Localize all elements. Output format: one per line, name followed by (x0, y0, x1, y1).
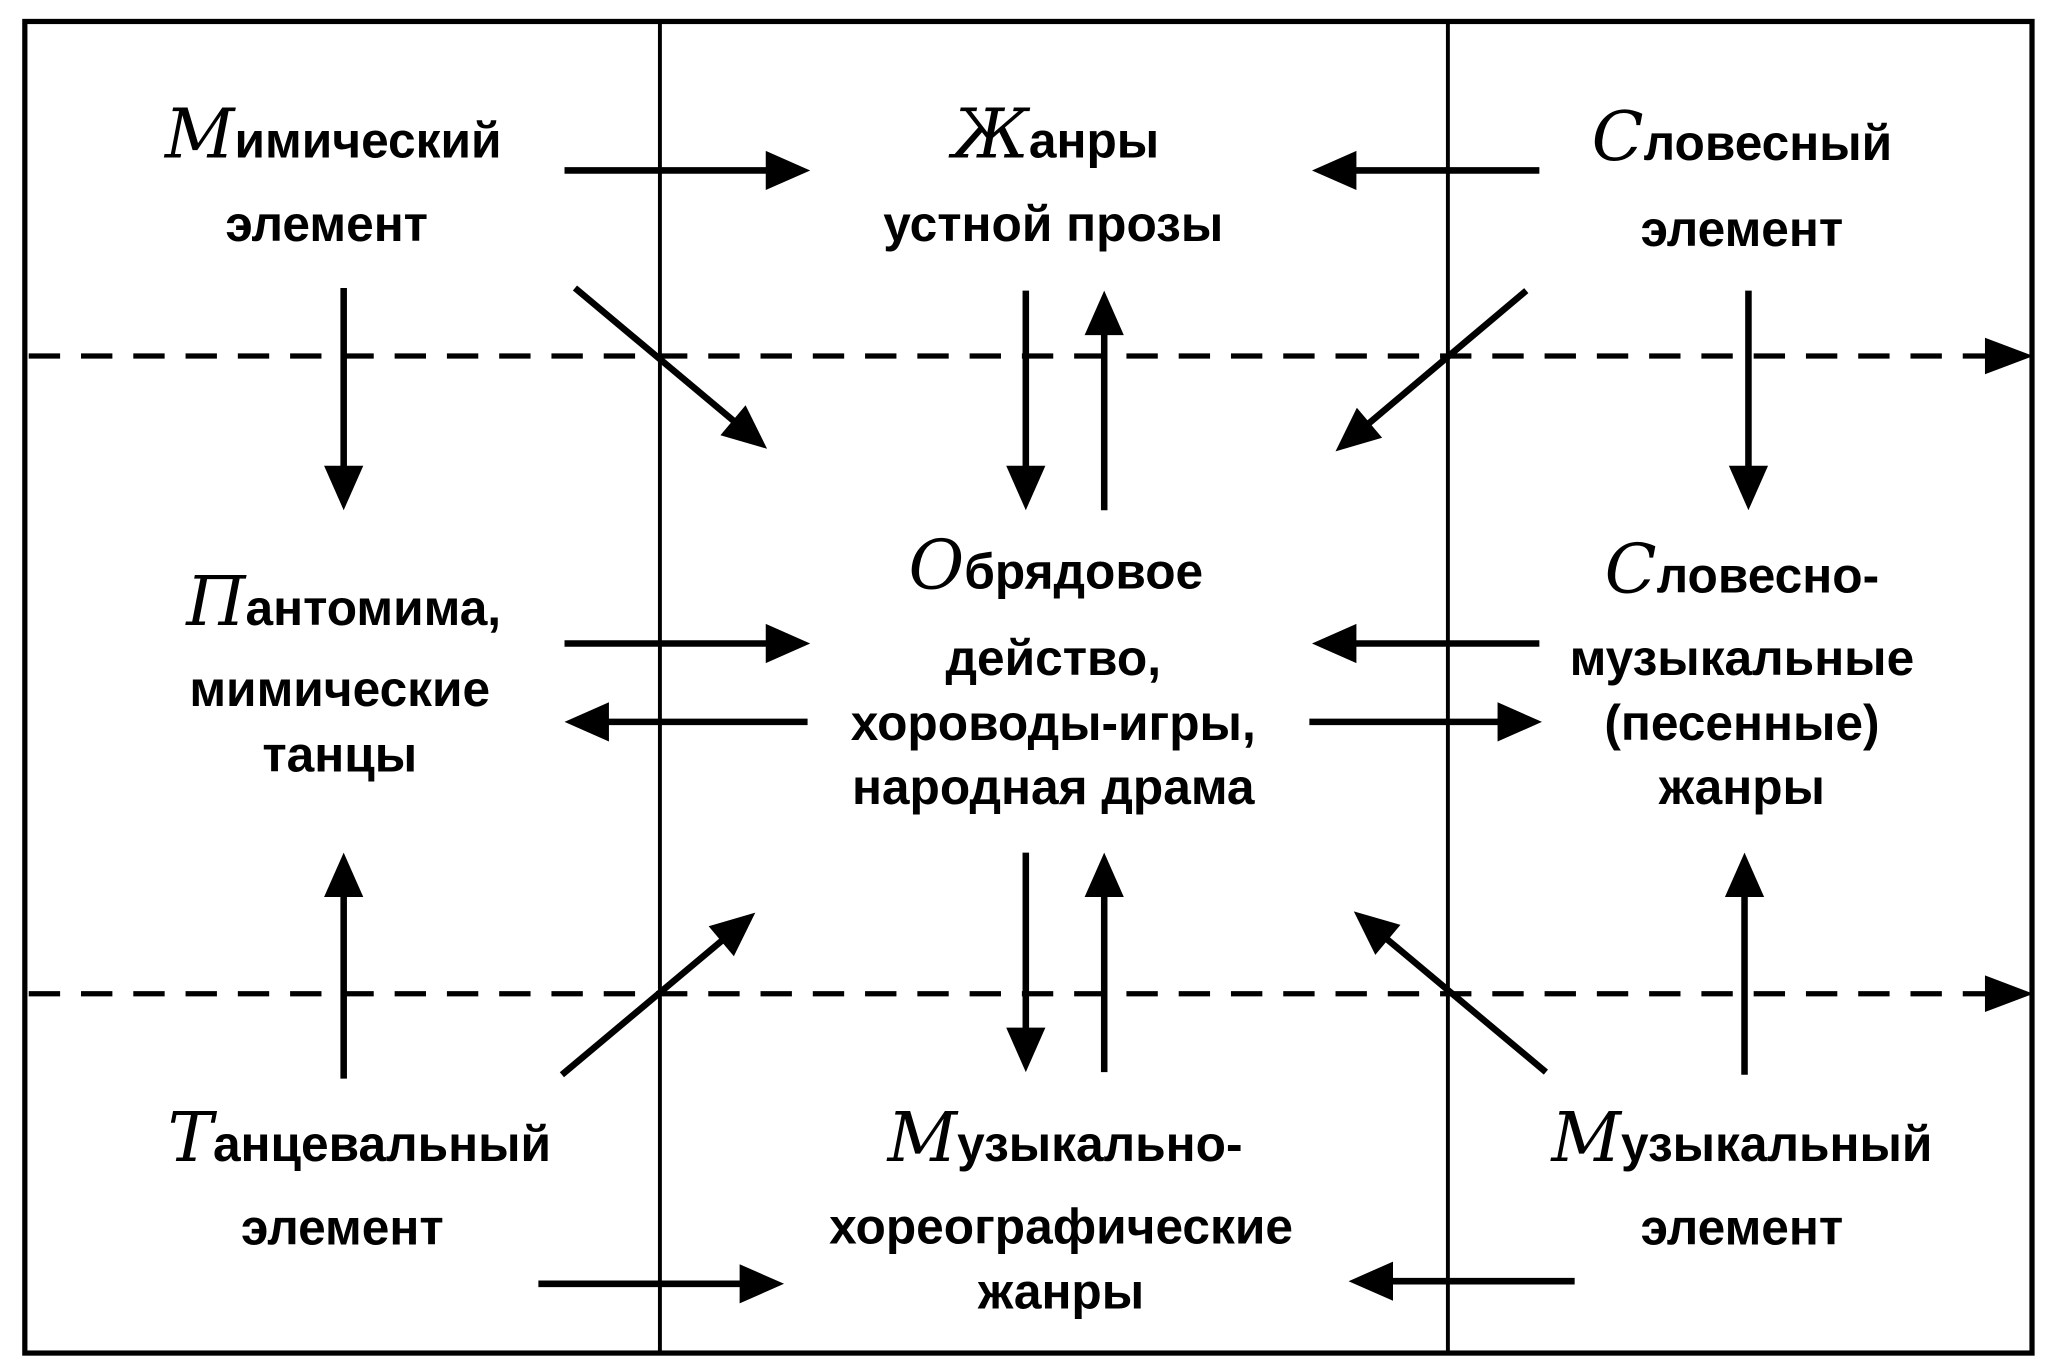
node-music-choreo: Музыкально- хореографические жанры (829, 1099, 1293, 1320)
arrow-prose-to-ritual (1006, 290, 1046, 511)
arrow-mimic-to-ritual (572, 285, 768, 449)
arrowhead-icon (1311, 623, 1357, 664)
arrowhead-icon (1006, 1027, 1046, 1073)
node-pantomime: Пантомима, мимические танцы (184, 563, 501, 782)
node-pantomime-line1: Пантомима, (184, 563, 501, 642)
arrow-music-to-music-choreo (1348, 1261, 1575, 1301)
arrow-ritual-to-verbal-music (1309, 702, 1542, 742)
node-verbal-line2: элемент (1641, 201, 1844, 257)
arrow-dance-to-pantomime (324, 852, 364, 1079)
arrow-music-to-verbal-music (1724, 852, 1765, 1075)
node-dance-line1: Танцевальный (168, 1099, 551, 1178)
arrow-shaft (559, 937, 726, 1078)
arrow-music-choreo-to-ritual (1084, 852, 1124, 1073)
arrowhead-icon (564, 702, 609, 742)
node-dance-line2: элемент (241, 1200, 444, 1256)
arrow-verbal-to-verbal-music (1728, 290, 1769, 511)
arrowhead-icon (1728, 465, 1769, 511)
node-music: Музыкальный элемент (1549, 1099, 1932, 1256)
node-verbal-music-line3: (песенные) (1604, 695, 1879, 751)
arrowhead-icon (1335, 407, 1383, 452)
node-ritual-line2: действо, (945, 630, 1161, 686)
arrowhead-icon (720, 405, 768, 449)
arrow-mimic-to-pantomime (324, 288, 364, 511)
arrow-dance-to-ritual (559, 912, 756, 1078)
node-ritual: Обрядовое действо, хороводы-игры, народн… (851, 527, 1256, 816)
arrow-ritual-to-prose (1084, 290, 1124, 511)
node-mimic: Мимический элемент (163, 95, 502, 252)
node-pantomime-line2: мимические (189, 661, 490, 717)
node-mimic-line1: Мимический (163, 95, 502, 174)
node-music-choreo-line3: жанры (977, 1264, 1144, 1320)
arrowhead-icon (708, 912, 756, 957)
arrow-shaft (1383, 935, 1548, 1075)
arrowhead-icon (324, 852, 364, 898)
node-music-choreo-line2: хореографические (829, 1198, 1293, 1254)
node-verbal: Словесный элемент (1592, 98, 1893, 257)
node-pantomime-line3: танцы (262, 727, 417, 783)
node-music-line2: элемент (1641, 1200, 1844, 1256)
arrowhead-icon (324, 465, 364, 511)
arrow-mimic-to-prose (564, 150, 811, 191)
arrowhead-icon (1353, 911, 1401, 955)
labels: Мимический элемент Жанры устной прозы Сл… (163, 95, 1932, 1319)
node-ritual-line4: народная драма (852, 759, 1255, 815)
node-verbal-music-line1: Словесно- (1605, 531, 1879, 610)
grid (22, 18, 2035, 1356)
node-verbal-music-line4: жанры (1658, 759, 1825, 815)
arrowhead-icon (1724, 852, 1765, 898)
node-prose: Жанры устной прозы (883, 95, 1223, 252)
arrowhead-icon (1084, 852, 1124, 898)
outer-frame (22, 18, 2035, 1356)
node-verbal-line1: Словесный (1592, 98, 1893, 177)
arrows (324, 150, 1769, 1304)
arrowhead-icon (1497, 702, 1542, 742)
row-divider-bottom-arrowhead (1984, 975, 2034, 1012)
node-mimic-line2: элемент (225, 196, 428, 252)
node-ritual-line3: хороводы-игры, (851, 695, 1256, 751)
arrow-ritual-to-pantomime (564, 702, 808, 742)
node-verbal-music-line2: музыкальные (1570, 630, 1915, 686)
arrow-music-to-ritual (1353, 911, 1548, 1075)
arrow-verbal-to-ritual (1335, 288, 1529, 452)
node-verbal-music: Словесно- музыкальные (песенные) жанры (1570, 531, 1915, 816)
arrow-dance-to-music-choreo (538, 1264, 785, 1304)
node-prose-line2: устной прозы (883, 196, 1223, 252)
arrowhead-icon (1084, 290, 1124, 336)
arrow-shaft (1365, 288, 1529, 427)
arrowhead-icon (765, 623, 811, 664)
arrowhead-icon (739, 1264, 785, 1304)
arrow-verbal-music-to-ritual (1311, 623, 1540, 664)
node-music-line1: Музыкальный (1549, 1099, 1932, 1178)
arrowhead-icon (765, 150, 811, 191)
node-dance: Танцевальный элемент (168, 1099, 551, 1256)
node-ritual-line1: Обрядовое (909, 527, 1204, 606)
arrow-shaft (572, 285, 738, 425)
node-prose-line1: Жанры (948, 95, 1160, 174)
arrow-ritual-to-music-choreo (1006, 852, 1046, 1073)
arrowhead-icon (1311, 150, 1357, 191)
node-music-choreo-line1: Музыкально- (886, 1099, 1243, 1178)
arrow-verbal-to-prose (1311, 150, 1540, 191)
arrowhead-icon (1348, 1261, 1394, 1301)
row-divider-top-arrowhead (1984, 337, 2034, 375)
arrowhead-icon (1006, 465, 1046, 511)
arrow-pantomime-to-ritual (564, 623, 811, 664)
